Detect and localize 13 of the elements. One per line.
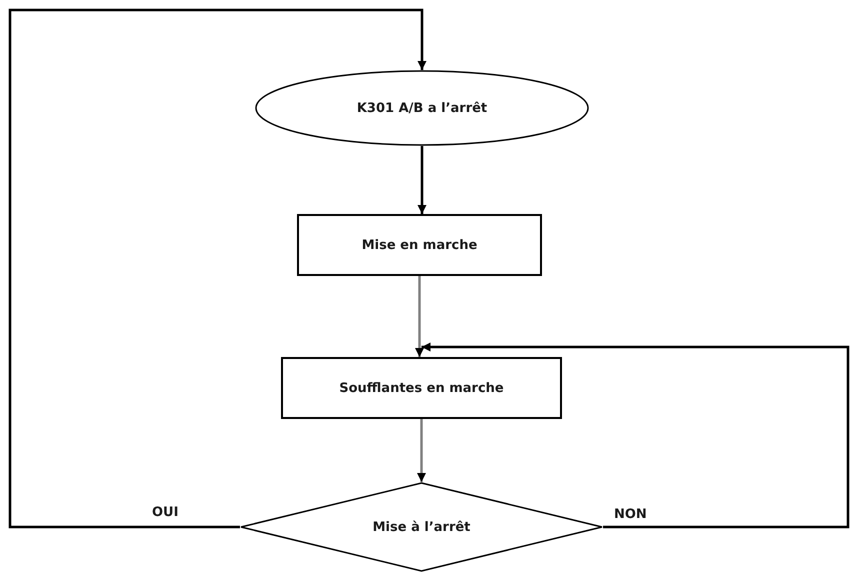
process-box [281,357,562,419]
arrow [418,146,426,214]
arrow [8,8,426,528]
terminal-ellipse [255,70,589,146]
process-box [297,214,542,276]
decision-diamond [240,482,603,572]
node-label: Mise en marche [362,238,478,252]
arrow [415,276,424,357]
arrow [422,342,850,528]
arrow [417,419,426,482]
node-label: Soufflantes en marche [339,380,504,396]
node-label: Mise à l’arrêt [372,520,470,534]
node-label: K301 A/B a l’arrêt [356,100,488,116]
